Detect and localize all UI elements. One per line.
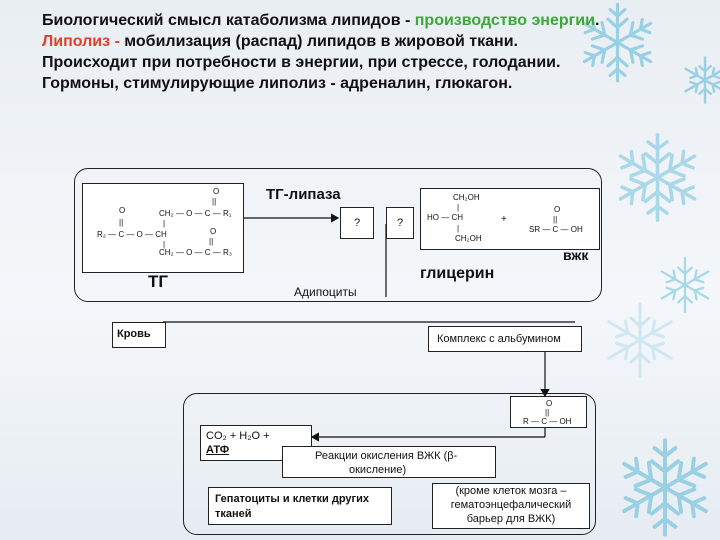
glycerol-vbar-1: | bbox=[457, 203, 460, 212]
fatty-acid-2-formula: R — C — OH bbox=[523, 417, 572, 426]
tg-label: ТГ bbox=[148, 272, 169, 291]
brain-note-box: (кроме клеток мозга – гематоэнцефалическ… bbox=[432, 483, 590, 529]
fatty-acid-o: O bbox=[554, 205, 561, 214]
snowflake-icon bbox=[615, 438, 715, 537]
brain-note-line-2: гематоэнцефалический bbox=[450, 499, 572, 511]
tg-double-bond-left: || bbox=[119, 218, 124, 227]
question-mark: ? bbox=[353, 217, 361, 229]
unknown-intermediate-2: ? bbox=[386, 207, 414, 239]
hepatocytes-line-2: тканей bbox=[215, 508, 252, 520]
hepatocytes-box: Гепатоциты и клетки других тканей bbox=[208, 487, 392, 525]
tg-o-left: O bbox=[119, 206, 126, 215]
hepatocytes-line-1: Гепатоциты и клетки других bbox=[215, 493, 369, 505]
products-atp: АТФ bbox=[206, 444, 230, 456]
snowflake-icon bbox=[612, 132, 703, 223]
tg-double-bond-mid: || bbox=[209, 237, 214, 246]
tg-row-3: CH₂ — O — C — R₃ bbox=[159, 248, 233, 257]
header-line-2: Липолиз - мобилизация (распад) липидов в… bbox=[42, 31, 682, 52]
vzhk-label: вжк bbox=[563, 247, 589, 263]
tg-vbar-2: | bbox=[163, 240, 166, 249]
glycerol-top: CH₂OH bbox=[453, 193, 480, 202]
energy-highlight: производство энергии bbox=[414, 12, 595, 29]
header-line-4: Гормоны, стимулирующие липолиз - адренал… bbox=[42, 75, 513, 92]
albumin-complex-box: Комплекс с альбумином bbox=[428, 326, 582, 352]
glycerol-label: глицерин bbox=[420, 265, 495, 282]
glycerol-bottom: CH₂OH bbox=[455, 234, 482, 243]
brain-note-line-3: барьер для ВЖК) bbox=[466, 513, 556, 525]
products-formula-box: CH₂OH | HO — CH | CH₂OH + O || SR — C — … bbox=[420, 188, 600, 250]
oxidation-line-2: окисление) bbox=[349, 464, 407, 476]
fatty-acid-double-bond: || bbox=[553, 215, 558, 224]
glycerol-vbar-2: | bbox=[457, 224, 460, 233]
oxidation-reactions-box: Реакции окисления ВЖК (β- окисление) bbox=[282, 446, 496, 478]
glycerol-mid: HO — CH bbox=[427, 213, 463, 222]
snowflake-icon bbox=[577, 2, 658, 83]
tg-double-bond-top: || bbox=[212, 197, 217, 206]
snowflake-icon bbox=[657, 256, 713, 314]
header-line-1: Биологический смысл катаболизма липидов … bbox=[42, 10, 682, 31]
plus-sign: + bbox=[501, 214, 507, 225]
lipolysis-term: Липолиз - bbox=[42, 33, 125, 50]
products-line-1: CO₂ + H₂O + bbox=[206, 430, 270, 442]
tg-formula-box: O || O CH₂ — O — C — R₁ || | O R₂ — C — … bbox=[82, 183, 244, 273]
snowflake-icon bbox=[681, 56, 720, 104]
adipocytes-label: Адипоциты bbox=[294, 285, 357, 299]
tg-vbar-1: | bbox=[163, 219, 166, 228]
header-line-1-text: Биологический смысл катаболизма липидов … bbox=[42, 12, 415, 29]
oxidation-line-1: Реакции окисления ВЖК (β- bbox=[315, 450, 458, 462]
slide-header: Биологический смысл катаболизма липидов … bbox=[42, 10, 682, 94]
header-line-3: Происходит при потребности в энергии, пр… bbox=[42, 54, 561, 71]
adipocyte-cell bbox=[74, 168, 602, 302]
blood-box: Кровь bbox=[112, 322, 166, 348]
question-mark: ? bbox=[396, 217, 404, 229]
unknown-intermediate-1: ? bbox=[340, 207, 374, 239]
albumin-complex-label: Комплекс с альбумином bbox=[437, 333, 561, 345]
header-line-2-text: мобилизация (распад) липидов в жировой т… bbox=[124, 33, 518, 50]
tg-row-1: CH₂ — O — C — R₁ bbox=[159, 209, 232, 218]
lipase-label: ТГ-липаза bbox=[266, 186, 341, 203]
fatty-acid-2-double-bond: || bbox=[545, 408, 550, 417]
fatty-acid-tissue-box: O || R — C — OH bbox=[510, 396, 587, 428]
fatty-acid-formula: SR — C — OH bbox=[529, 225, 583, 234]
brain-note-line-1: (кроме клеток мозга – bbox=[455, 485, 567, 497]
fatty-acid-2-o: O bbox=[546, 399, 553, 408]
oxidation-products-box: CO₂ + H₂O + АТФ bbox=[200, 425, 312, 461]
tg-o-top: O bbox=[213, 187, 220, 196]
header-line-1-end: . bbox=[594, 12, 600, 29]
snowflake-icon bbox=[602, 302, 678, 378]
hepatocyte-cell bbox=[183, 393, 596, 535]
tg-o-mid: O bbox=[210, 227, 217, 236]
blood-label: Кровь bbox=[117, 328, 151, 340]
tg-row-2: R₂ — C — O — CH bbox=[97, 230, 167, 239]
